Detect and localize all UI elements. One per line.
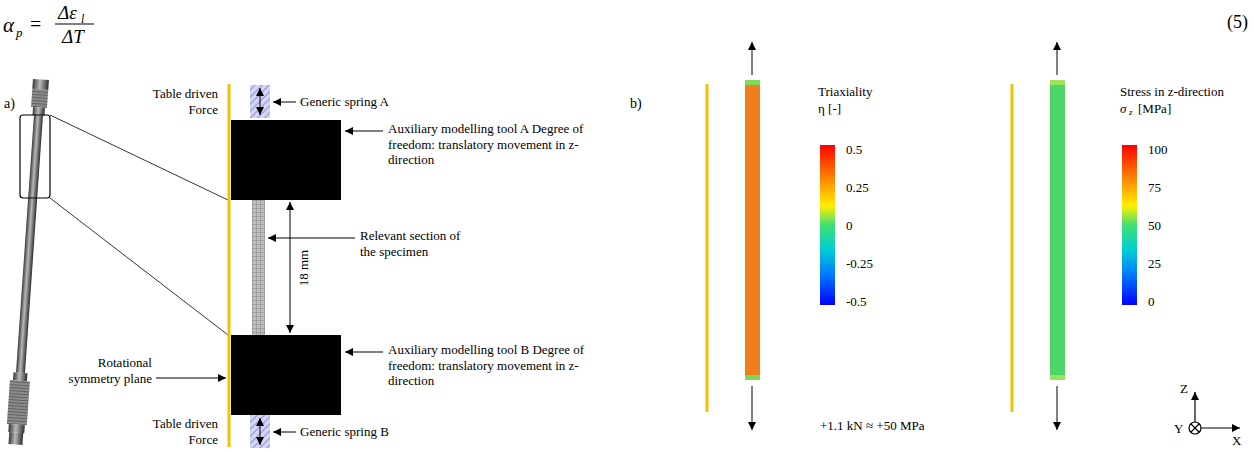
- part-label: Generic spring B: [300, 424, 389, 440]
- load-label: +1.1 kN ≈ +50 MPa: [820, 418, 925, 434]
- tick-label: 25: [1148, 256, 1161, 272]
- stress-result: [1050, 80, 1065, 380]
- axis-triad: [1189, 392, 1240, 434]
- force-arrow: [260, 88, 261, 115]
- tick-label: -0.25: [846, 256, 873, 272]
- symmetry-plane: [228, 84, 231, 447]
- symmetry-plane: [706, 84, 709, 412]
- part-label: Auxiliary modelling tool A Degree of fre…: [388, 121, 603, 168]
- dimension-line: [290, 202, 291, 333]
- axis-label: Y: [1174, 421, 1183, 437]
- force-label: Table driven Force: [138, 86, 218, 117]
- dimension-label: 18 mm: [296, 250, 312, 286]
- equation-number: (5): [1227, 12, 1248, 34]
- formula-subscript: p: [16, 25, 23, 41]
- leader-lines: [156, 102, 383, 432]
- zoom-line: [50, 115, 228, 200]
- symmetry-plane: [1011, 84, 1014, 412]
- colorbar-title: Triaxiality: [818, 84, 872, 100]
- part-label: Auxiliary modelling tool B Degree of fre…: [388, 342, 603, 389]
- force-label: Table driven Force: [138, 416, 218, 447]
- specimen-section: [252, 200, 265, 335]
- tick-label: 0.5: [846, 142, 862, 158]
- load-arrow: [752, 42, 753, 75]
- tick-label: 100: [1148, 142, 1168, 158]
- load-arrow: [752, 386, 753, 430]
- spring-symbol: [250, 415, 270, 448]
- modelling-tool: [231, 335, 341, 415]
- tick-label: -0.5: [846, 294, 867, 310]
- tick-label: 50: [1148, 218, 1161, 234]
- formula-subscript: l: [81, 12, 84, 26]
- colorbar-unit: σ: [1120, 101, 1126, 117]
- colorbar-unit: [MPa]: [1138, 101, 1171, 117]
- tick-label: 0: [1148, 294, 1155, 310]
- colorbar-unit: η [-]: [818, 101, 841, 117]
- fraction-bar: [55, 23, 94, 24]
- formula-symbol: Δε: [58, 2, 77, 25]
- formula-sign: =: [30, 12, 41, 36]
- part-label: Relevant section of the specimen: [360, 228, 470, 259]
- formula-symbol: α: [3, 13, 14, 38]
- spring-symbol: [250, 85, 270, 118]
- zoom-box: [20, 115, 50, 198]
- load-arrow: [1057, 386, 1058, 430]
- zoom-line: [50, 198, 228, 335]
- force-arrow: [260, 418, 261, 445]
- modelling-tool: [231, 120, 341, 200]
- colorbar-unit: z: [1129, 107, 1133, 118]
- axis-label: X: [1232, 433, 1241, 449]
- part-label: Rotational symmetry plane: [52, 355, 152, 386]
- specimen-photo: [5, 79, 50, 446]
- axis-label: Z: [1180, 381, 1188, 397]
- panel-label: a): [4, 96, 15, 113]
- colorbar-title: Stress in z-direction: [1120, 84, 1224, 100]
- tick-label: 0: [846, 218, 853, 234]
- part-label: Generic spring A: [300, 94, 389, 110]
- load-arrow: [1057, 42, 1058, 75]
- triaxiality-result: [745, 80, 760, 380]
- panel-label: b): [630, 96, 642, 113]
- formula-symbol: ΔT: [62, 26, 84, 49]
- tick-label: 0.25: [846, 180, 869, 196]
- color-bar: [1122, 145, 1137, 305]
- color-bar: [820, 145, 835, 305]
- tick-label: 75: [1148, 180, 1161, 196]
